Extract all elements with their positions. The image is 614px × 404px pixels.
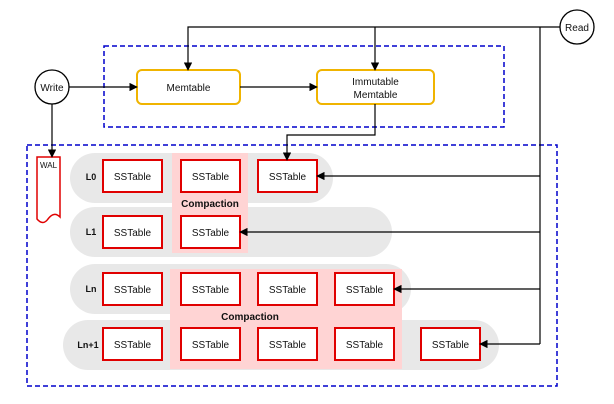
compaction-label-top: Compaction — [181, 199, 239, 210]
sstable: SSTable — [102, 327, 163, 361]
svg-text:Memtable: Memtable — [354, 90, 398, 101]
svg-text:SSTable: SSTable — [114, 228, 152, 239]
sstable: SSTable — [102, 215, 163, 249]
svg-text:SSTable: SSTable — [192, 285, 230, 296]
svg-text:SSTable: SSTable — [269, 172, 307, 183]
svg-text:SSTable: SSTable — [269, 285, 307, 296]
svg-text:SSTable: SSTable — [192, 172, 230, 183]
svg-text:SSTable: SSTable — [114, 172, 152, 183]
write-node: Write — [34, 69, 70, 105]
svg-text:SSTable: SSTable — [346, 285, 384, 296]
arrow-immutable-to-l0 — [282, 104, 376, 161]
svg-text:SSTable: SSTable — [114, 285, 152, 296]
svg-text:SSTable: SSTable — [114, 340, 152, 351]
level-label-l0: L0 — [86, 172, 97, 182]
compaction-label-bottom: Compaction — [221, 312, 279, 323]
sstable: SSTable — [180, 159, 241, 193]
sstable: SSTable — [180, 327, 241, 361]
svg-text:SSTable: SSTable — [269, 340, 307, 351]
sstable: SSTable — [420, 327, 481, 361]
level-label-l1: L1 — [86, 227, 97, 237]
sstable: SSTable — [257, 272, 318, 306]
svg-text:WAL: WAL — [40, 161, 58, 170]
svg-text:SSTable: SSTable — [192, 228, 230, 239]
sstable: SSTable — [102, 272, 163, 306]
sstable: SSTable — [257, 327, 318, 361]
sstable: SSTable — [180, 272, 241, 306]
svg-text:Read: Read — [565, 23, 589, 34]
sstable: SSTable — [180, 215, 241, 249]
svg-text:SSTable: SSTable — [192, 340, 230, 351]
svg-text:SSTable: SSTable — [346, 340, 384, 351]
svg-text:Memtable: Memtable — [167, 83, 211, 94]
wal-log: WAL — [36, 156, 61, 224]
read-node: Read — [559, 9, 595, 45]
memtable: Memtable — [136, 69, 241, 105]
sstable: SSTable — [334, 272, 395, 306]
sstable: SSTable — [102, 159, 163, 193]
sstable: SSTable — [334, 327, 395, 361]
sstable: SSTable — [257, 159, 318, 193]
disk-region — [26, 144, 558, 387]
svg-text:Write: Write — [40, 83, 64, 94]
svg-text:SSTable: SSTable — [432, 340, 470, 351]
immutable-memtable: Immutable Memtable — [316, 69, 435, 105]
level-label-ln: Ln — [86, 284, 97, 294]
read-trunk — [183, 26, 560, 71]
level-label-ln1: Ln+1 — [77, 340, 98, 350]
svg-text:Immutable: Immutable — [352, 77, 399, 88]
